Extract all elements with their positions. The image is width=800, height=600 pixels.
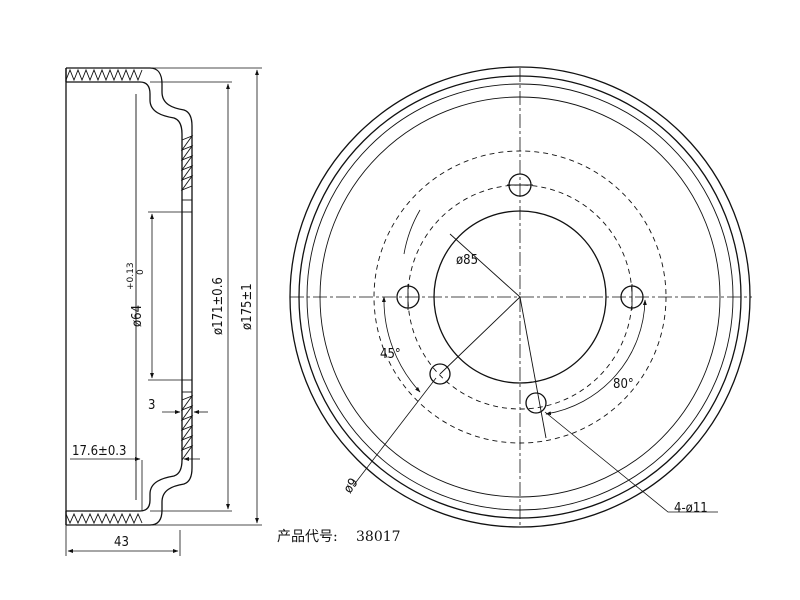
bore-tolerance-upper: +0.13	[126, 262, 136, 290]
bore-dimension: ø64 +0.13 0	[126, 211, 182, 381]
angle-80-label: 80°	[613, 377, 634, 392]
inner-diameter-label: ø171±0.6	[211, 277, 226, 335]
bolt-holes-leader	[544, 411, 718, 513]
web-hatching	[180, 135, 194, 461]
outer-diameter-dimension: ø175±1	[150, 67, 262, 526]
small-hole-label: ø9	[341, 476, 362, 497]
angle-45-label: 45°	[380, 347, 401, 362]
step-dimension: 17.6±0.3	[70, 444, 200, 511]
bottom-rim-section	[65, 510, 150, 526]
step-label: 17.6±0.3	[72, 444, 126, 459]
width-label: 43	[114, 535, 129, 550]
product-code-caption: 产品代号: 38017	[277, 529, 401, 545]
bore-diameter-label: ø64	[130, 305, 145, 327]
front-view: ø85 45° 80° ø9 4-ø11	[289, 66, 752, 528]
drum-profile-outer	[149, 67, 193, 526]
product-code-label: 产品代号:	[277, 529, 338, 545]
width-dimension: 43	[65, 525, 181, 556]
wall-thickness-dimension: 3	[148, 380, 208, 418]
bolt-holes-label: 4-ø11	[674, 501, 708, 516]
outer-diameter-label: ø175±1	[240, 283, 255, 330]
small-hole-leader	[352, 377, 437, 487]
product-code-value: 38017	[356, 529, 401, 545]
drum-profile-inner	[139, 81, 183, 512]
wall-thickness-label: 3	[148, 398, 155, 413]
bolt-circle-label: ø85	[456, 253, 478, 268]
side-section-view: ø64 +0.13 0 ø171±0.6 ø175±1 3	[65, 67, 262, 556]
bore-tolerance-lower: 0	[136, 269, 146, 275]
top-rim-section	[65, 67, 150, 83]
inner-diameter-dimension: ø171±0.6	[150, 81, 232, 512]
